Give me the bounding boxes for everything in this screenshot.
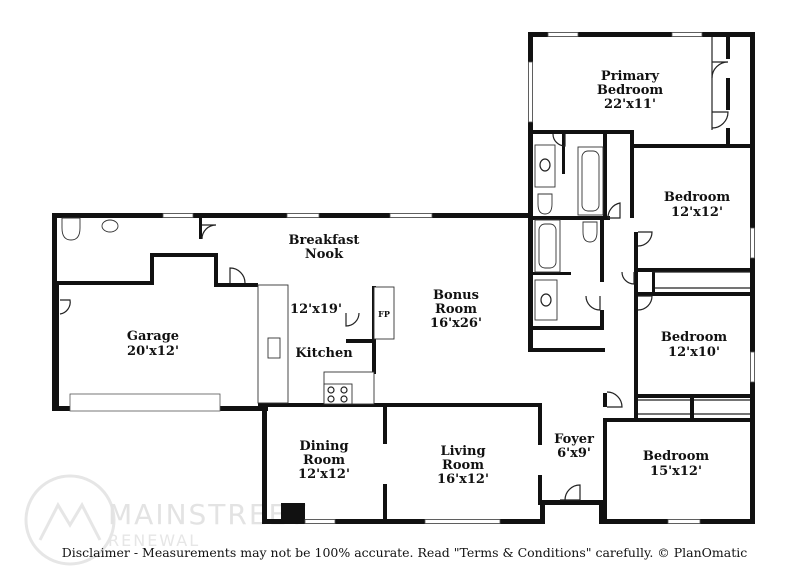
bedroom-c-dims: 15'x12' [650,464,702,479]
kitchen-sink-icon [267,337,281,359]
primary-vanity-icon [534,144,556,188]
breakfast-nook-label-1: Breakfast [289,233,360,248]
dining-room-label-1: Dining [299,439,348,454]
primary-closet-door-icon [711,61,729,79]
kitchen-dims: 12'x19' [290,302,342,317]
doors [59,61,729,501]
primary-door-icon [607,202,621,219]
living-room-label-1: Living [440,444,485,459]
garage-side-door-icon [59,299,71,315]
primary-bath-door-icon [552,133,566,147]
range-icon [323,383,353,405]
bedroom-a-label: Bedroom [664,190,731,205]
bedroom-c-door-icon [606,391,623,408]
bonus-room-dims: 16'x26' [430,316,482,331]
garage-label: Garage [127,329,179,344]
hall-toilet-icon [582,221,598,243]
bonus-room-label-1: Bonus [433,288,479,303]
fireplace-label: FP [378,309,390,319]
watermark: MAINSTREET RENEWAL [24,474,307,566]
breakfast-nook-label-2: Nook [305,247,344,262]
interior-walls [52,37,754,522]
dining-room-label-2: Room [303,453,345,468]
fixtures [61,37,750,415]
bedroom-b-label: Bedroom [661,330,728,345]
bedroom-b-dims: 12'x10' [668,345,720,360]
room-labels: Primary Bedroom 22'x11' Bedroom 12'x12' … [127,69,730,487]
primary-bedroom-dims: 22'x11' [604,97,656,112]
primary-bedroom-label-2: Bedroom [597,83,664,98]
hall-vanity-icon [534,279,558,321]
front-door-icon [560,484,581,501]
living-room-dims: 16'x12' [437,472,489,487]
fp-door-icon [345,312,360,327]
foyer-dims: 6'x9' [557,446,591,461]
bedroom-a-dims: 12'x12' [671,205,723,220]
bonus-room-label-2: Room [435,302,477,317]
garage-door-icon [229,267,246,284]
dining-room-dims: 12'x12' [298,467,350,482]
utility-door-icon [201,224,217,240]
windows [69,32,755,524]
hall-bath-door-icon [585,295,601,311]
watermark-subtitle: RENEWAL [108,531,200,550]
fireplace-icon [373,286,395,340]
disclaimer: Disclaimer - Measurements may not be 100… [61,545,748,560]
watermark-logo-icon [24,474,116,566]
primary-closet-door-2-icon [711,111,729,129]
living-room-label-2: Room [442,458,484,473]
kitchen-label: Kitchen [295,346,353,361]
bedroom-a-door-icon [637,231,653,247]
closet-door-icon [621,271,635,285]
bedroom-c-label: Bedroom [643,449,710,464]
utility-sink-icon [101,219,119,233]
watermark-title: MAINSTREET [108,498,307,531]
primary-toilet-icon [537,193,553,215]
garage-dims: 20'x12' [127,344,179,359]
primary-bedroom-label-1: Primary [601,69,660,84]
foyer-label: Foyer [554,432,594,447]
bedroom-b-door-icon [637,295,653,311]
utility-toilet-icon [61,217,81,241]
